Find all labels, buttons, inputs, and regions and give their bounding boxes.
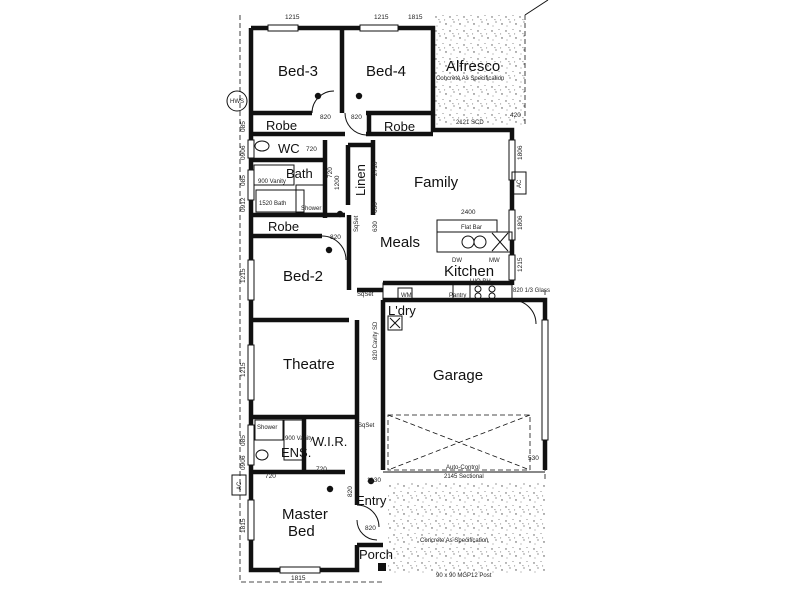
vanity-ens-label: 900 Vanity <box>285 436 313 442</box>
ac-right-box <box>511 171 527 195</box>
dim-1215-left-a: 1215 <box>240 268 247 283</box>
shower-label: Shower <box>301 206 321 212</box>
dim-1815-top: 1815 <box>408 14 423 21</box>
dim-2710: 2710 <box>372 161 379 176</box>
dim-1215-right: 1215 <box>517 257 524 272</box>
room-bed3: Bed-3 <box>278 63 318 80</box>
dim-720-wc: 720 <box>306 146 317 153</box>
dim-1815-left: 1815 <box>240 518 247 533</box>
porch-post <box>378 563 386 571</box>
ac-right-label: AC <box>517 179 523 188</box>
shower-ens-label: Shower <box>257 425 277 431</box>
windows <box>247 24 549 574</box>
bath-fixtures <box>253 140 325 461</box>
ac-left-label: AC <box>237 481 243 490</box>
vanity-label: 900 Vanity <box>258 179 286 185</box>
cavity-sd-label: 820 Cavity SD <box>373 321 379 360</box>
hws-label: HWS <box>230 99 244 105</box>
room-wir: W.I.R. <box>312 434 347 449</box>
dim-820-bed2: 820 <box>330 234 341 241</box>
mw-label: MW <box>489 258 500 264</box>
dim-1215-left-b: 1215 <box>240 362 247 377</box>
room-bed2: Bed-2 <box>283 268 323 285</box>
garage-door <box>383 414 545 473</box>
room-linen: Linen <box>353 164 368 196</box>
post-label: 90 x 90 MGP12 Post <box>436 573 492 579</box>
room-alfresco: Alfresco <box>446 58 500 75</box>
room-kitchen: Kitchen <box>444 263 494 280</box>
wm-label: WM <box>401 293 412 299</box>
dim-630-a: 630 <box>372 221 379 232</box>
dim-720-ens-a: 720 <box>265 473 276 480</box>
porch-concrete <box>388 483 545 573</box>
site-boundary-line <box>524 0 549 16</box>
sqset-c: SqSet <box>354 215 360 232</box>
room-family: Family <box>414 174 459 191</box>
porch-note: Concrete As Specification <box>420 538 488 544</box>
flat-bar-label: Flat Bar <box>461 225 482 231</box>
room-laundry: L'dry <box>388 303 416 318</box>
ac-left-box <box>231 474 247 496</box>
room-garage: Garage <box>433 367 483 384</box>
room-robe-3: Robe <box>268 219 299 234</box>
room-porch: Porch <box>359 547 393 562</box>
room-meals: Meals <box>380 234 420 251</box>
dim-1815-bottom: 1815 <box>291 575 306 582</box>
dim-820-entry-b: 820 <box>365 525 376 532</box>
dim-2400: 2400 <box>461 209 476 216</box>
sqset-a: SqSet <box>357 292 374 298</box>
scd-label: 2121 SCD <box>456 120 484 126</box>
dim-0906-a: 0906 <box>240 145 247 160</box>
room-entry: Entry <box>356 493 387 508</box>
room-wc: WC <box>278 141 300 156</box>
bath-size-label: 1520 Bath <box>259 201 286 207</box>
dim-530: 530 <box>528 455 539 462</box>
internal-walls <box>251 28 512 505</box>
setback-outline <box>239 15 546 583</box>
dw-label: DW <box>452 258 462 264</box>
dim-630-b: 630 <box>372 202 379 213</box>
auto-control-label: Auto-Control <box>446 465 480 471</box>
room-master-line1: Master <box>282 506 328 523</box>
dim-820-bed4: 820 <box>351 114 362 121</box>
dim-085-b: 085 <box>240 175 247 186</box>
sectional-label: 2145 Sectional <box>444 474 484 480</box>
alfresco-note: Concrete As Specification <box>436 76 504 82</box>
hws-symbol <box>226 90 248 112</box>
kitchen-counters <box>382 219 513 302</box>
dim-1806-r1: 1806 <box>517 145 524 160</box>
room-master-line2: Bed <box>288 523 315 540</box>
room-robe-2: Robe <box>384 119 415 134</box>
dim-820-bed3: 820 <box>320 114 331 121</box>
uo-bh-label: U/O BH <box>470 279 491 285</box>
dim-1215-top-a: 1215 <box>285 14 300 21</box>
alfresco-concrete <box>433 15 525 127</box>
dim-1806-r2: 1806 <box>517 215 524 230</box>
dim-420: 420 <box>510 112 521 119</box>
dim-085-c: 085 <box>240 435 247 446</box>
dim-720-bath: 720 <box>327 167 334 178</box>
dim-0906-b: 0906 <box>240 455 247 470</box>
dim-1200: 1200 <box>334 175 341 190</box>
dim-1215-top-b: 1215 <box>374 14 389 21</box>
door-swings <box>311 90 537 541</box>
room-pantry: Pantry <box>449 293 466 299</box>
room-bath: Bath <box>286 166 313 181</box>
room-bed4: Bed-4 <box>366 63 406 80</box>
dim-0912: 0912 <box>240 197 247 212</box>
dim-085-a: 085 <box>240 121 247 132</box>
room-robe-1: Robe <box>266 118 297 133</box>
dim-1130: 1130 <box>367 477 381 484</box>
sqset-b: SqSet <box>358 423 375 429</box>
room-ens: ENS. <box>281 445 311 460</box>
dim-720-ens-b: 720 <box>316 466 327 473</box>
dim-820-entry-a: 820 <box>347 486 354 497</box>
glass-label: 820 1/3 Glass <box>513 288 550 294</box>
room-theatre: Theatre <box>283 356 335 373</box>
light-markers <box>314 92 403 493</box>
